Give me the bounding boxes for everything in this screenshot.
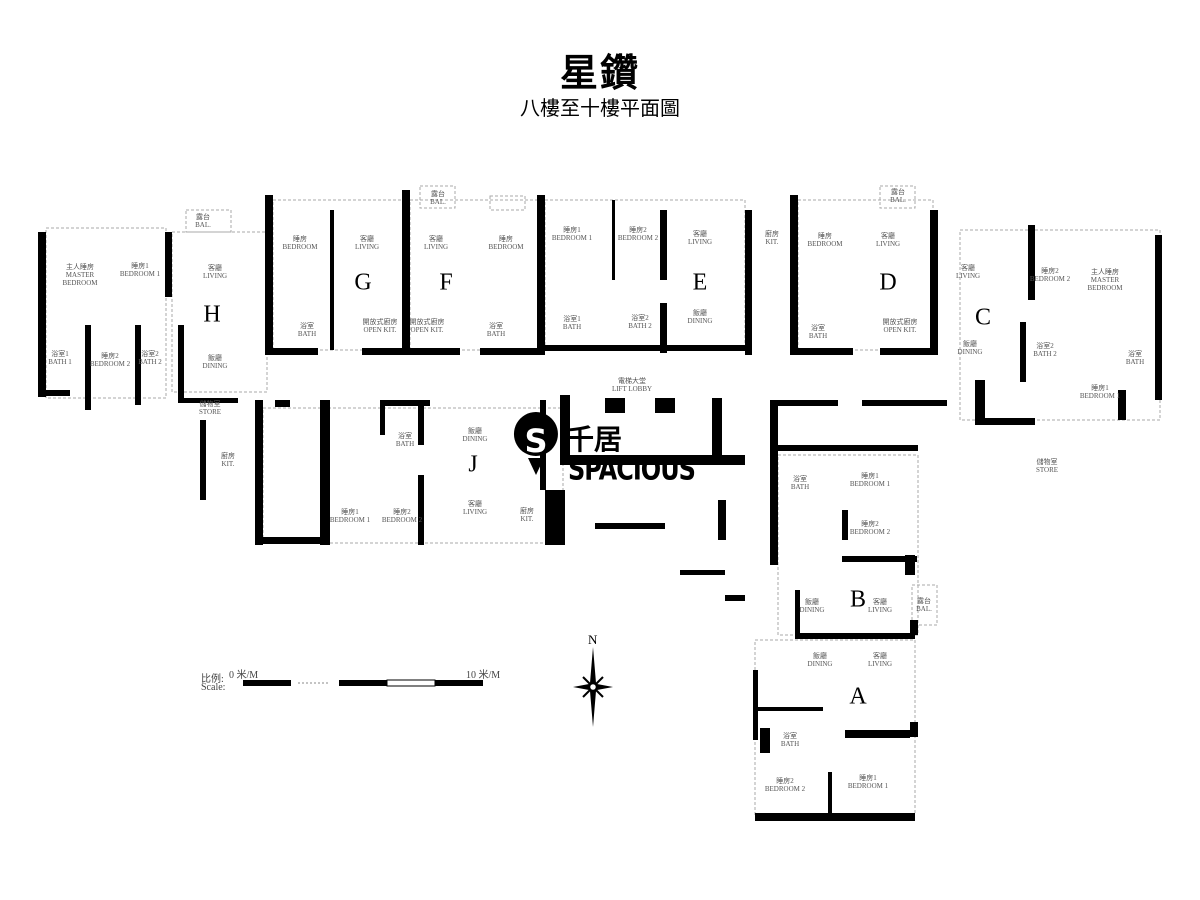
unit-label-a: A bbox=[849, 683, 867, 710]
unit-label-d: D bbox=[879, 269, 897, 296]
unit-label-j: J bbox=[468, 451, 478, 478]
logo-text-en: SPACIOUS bbox=[568, 452, 696, 487]
page-subtitle: 八樓至十樓平面圖 bbox=[520, 96, 680, 120]
unit-label-g: G bbox=[354, 269, 372, 296]
north-arrow-icon bbox=[573, 647, 613, 727]
unit-label-f: F bbox=[439, 269, 453, 296]
scale-bar bbox=[243, 679, 483, 687]
scale-label-cn: 比例: bbox=[201, 674, 224, 685]
page-title: 星鑽 bbox=[559, 51, 640, 95]
scale-end: 10 米/M bbox=[466, 670, 501, 681]
north-label: N bbox=[588, 632, 598, 647]
logo-text-cn: 千居 bbox=[566, 423, 623, 456]
scale-label-en: Scale: bbox=[201, 682, 226, 693]
scale-start: 0 米/M bbox=[229, 670, 259, 681]
unit-label-h: H bbox=[203, 301, 221, 328]
unit-label-c: C bbox=[974, 304, 992, 331]
logo-icon: S bbox=[513, 412, 558, 475]
walls bbox=[38, 190, 1162, 821]
unit-label-b: B bbox=[849, 586, 867, 613]
svg-text:S: S bbox=[524, 422, 547, 460]
thin-outlines bbox=[45, 185, 1161, 816]
unit-label-e: E bbox=[692, 269, 708, 296]
